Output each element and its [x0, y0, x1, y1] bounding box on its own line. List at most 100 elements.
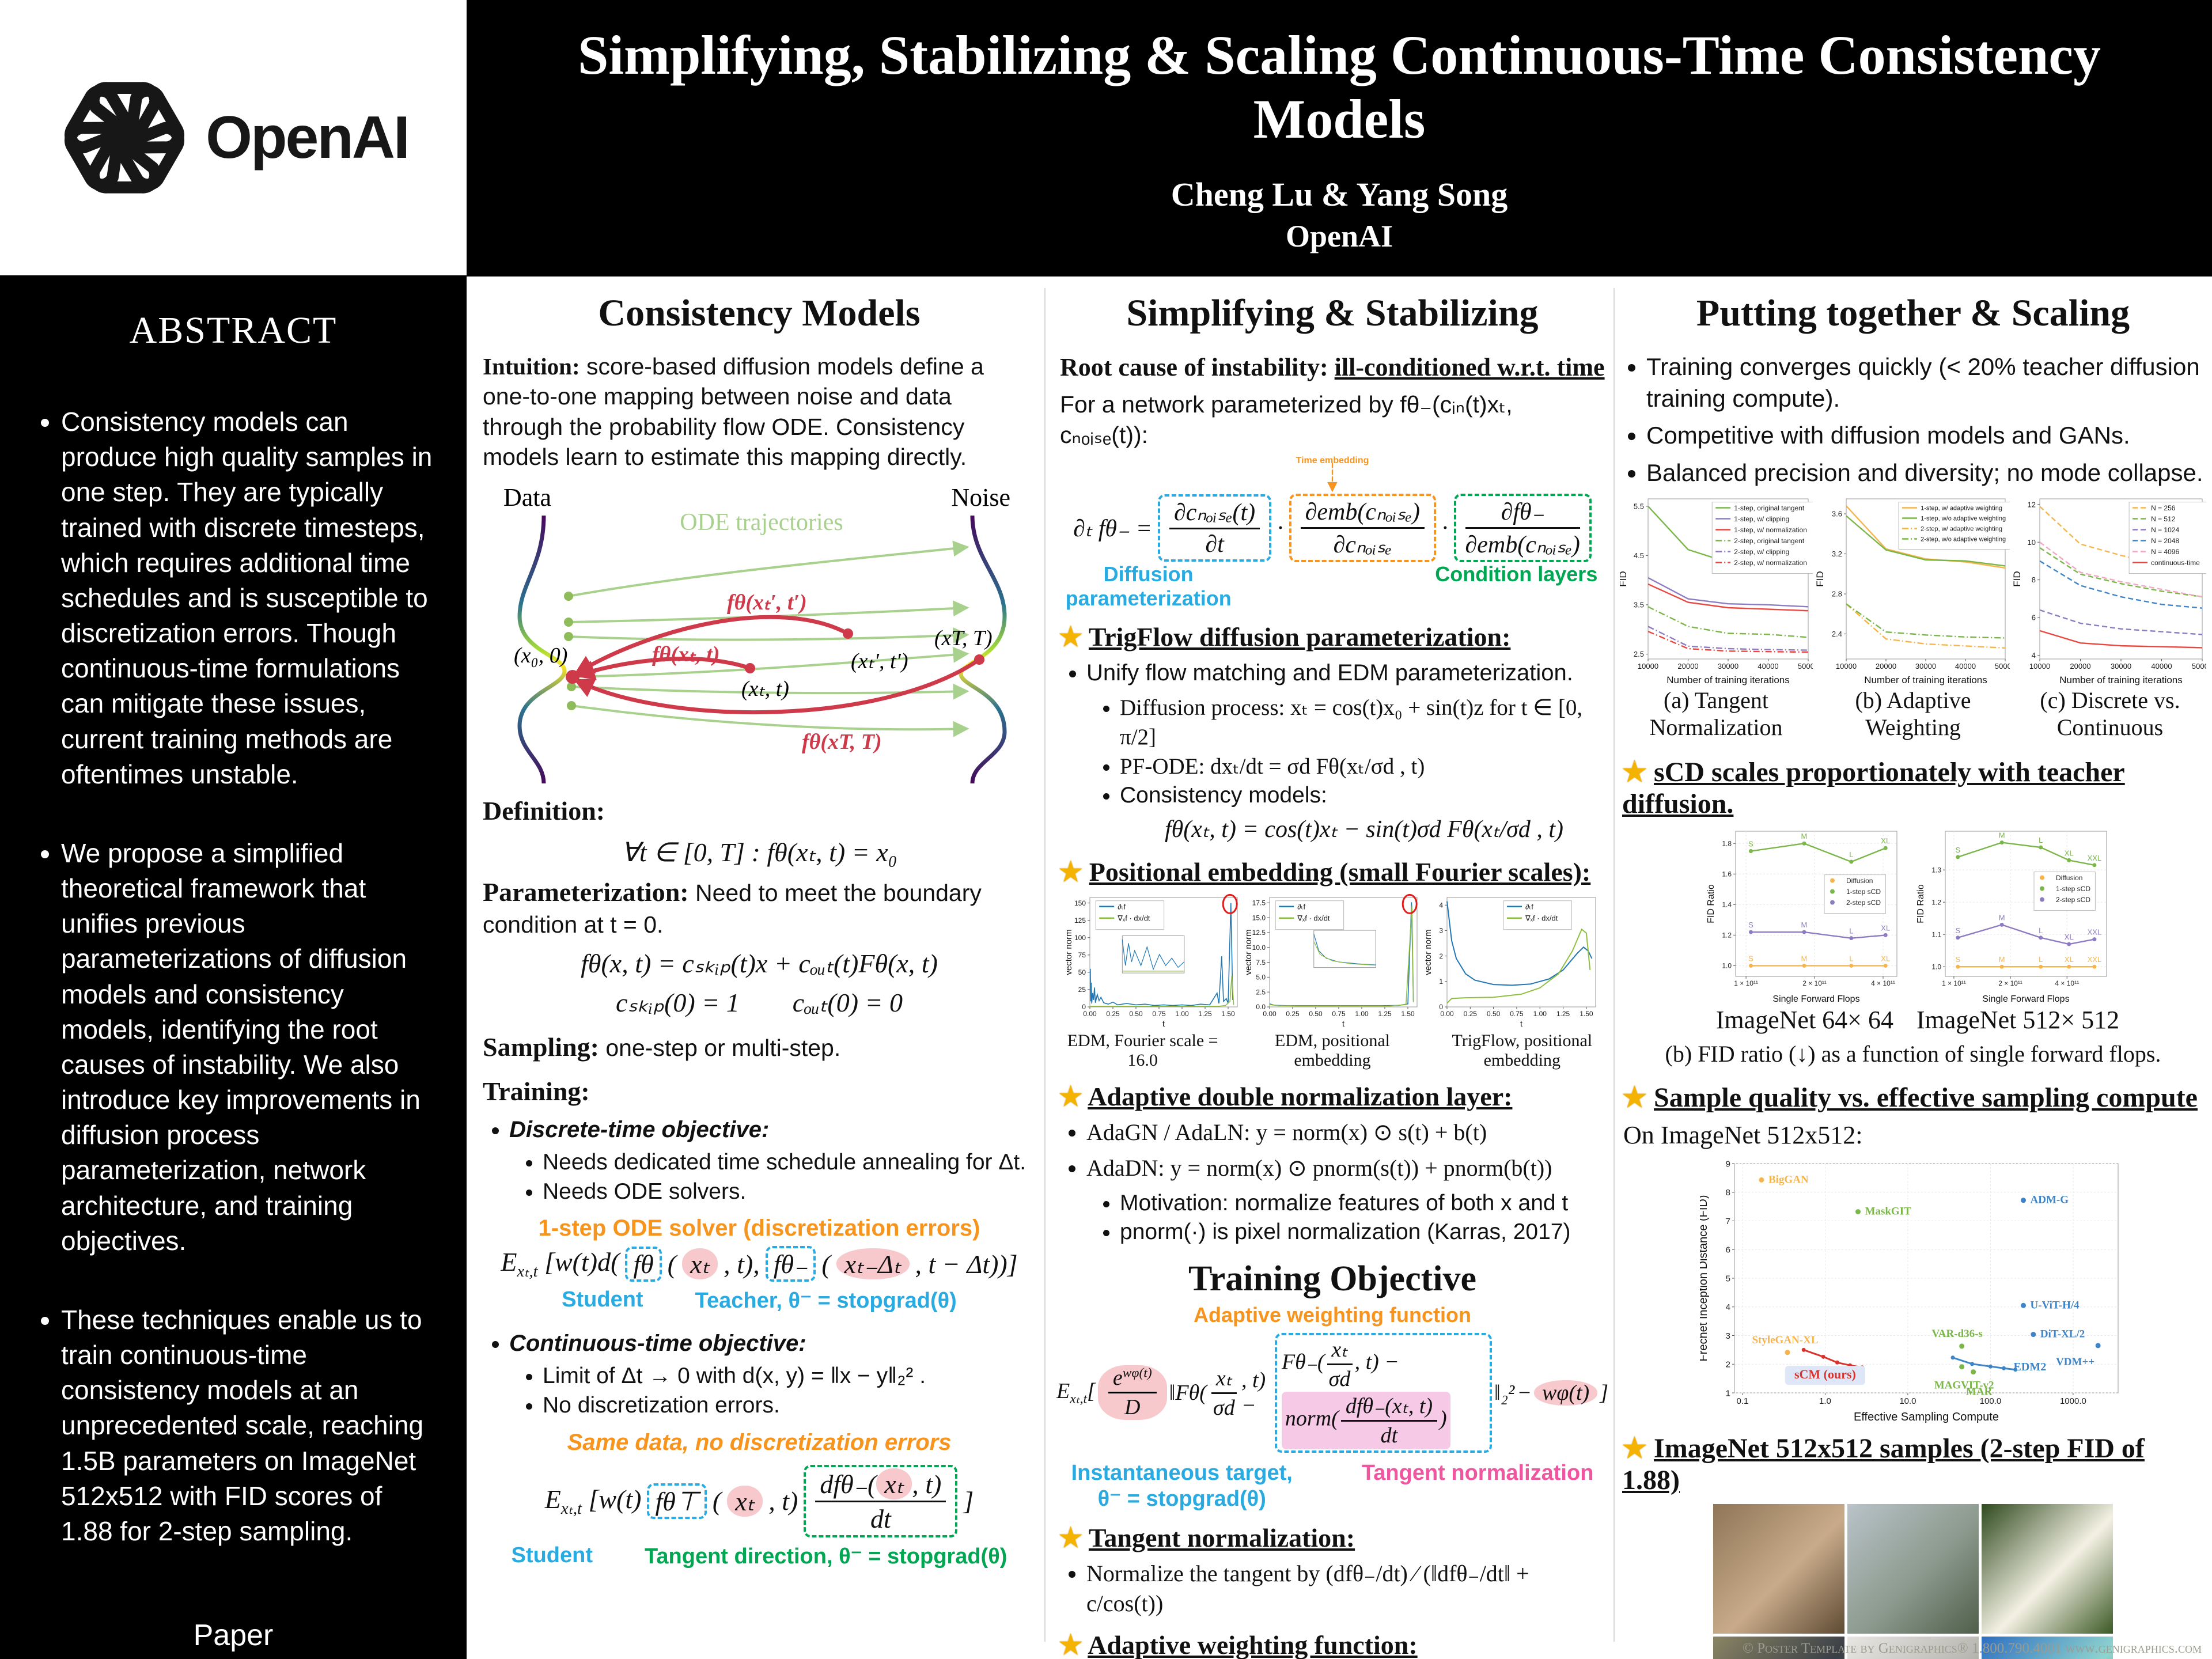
svg-text:XL: XL [1881, 955, 1890, 963]
sample-image-snow-leopard [1847, 1636, 1979, 1659]
svg-text:Diffusion: Diffusion [1846, 877, 1873, 885]
intuition-paragraph: Intuition: score-based diffusion models … [483, 353, 984, 471]
svg-text:0.75: 0.75 [1510, 1010, 1524, 1018]
svg-text:4 × 10¹¹: 4 × 10¹¹ [1871, 979, 1895, 987]
svg-text:StyleGAN-XL: StyleGAN-XL [1752, 1334, 1818, 1346]
svg-text:2.4: 2.4 [1832, 630, 1842, 638]
svg-text:M: M [1801, 921, 1807, 929]
section-heading: Putting together & Scaling [1696, 292, 2130, 334]
svg-text:4: 4 [1439, 901, 1443, 909]
adaptive-weighting-heading: ★ Adaptive weighting function: [1059, 1630, 1418, 1659]
svg-text:2-step, w/ clipping: 2-step, w/ clipping [1734, 548, 1789, 556]
sample-image-car-mirror [1713, 1636, 1844, 1659]
chart-tangent-normalization: 10000200003000040000500002.53.54.55.5Num… [1620, 498, 1813, 685]
svg-text:1.00: 1.00 [1533, 1010, 1547, 1018]
svg-text:12.5: 12.5 [1252, 929, 1266, 937]
svg-text:0.50: 0.50 [1487, 1010, 1501, 1018]
svg-text:M: M [1999, 956, 2005, 964]
svg-text:vector norm: vector norm [1424, 929, 1433, 975]
definition-formula: ∀t ∈ [0, T] : fθ(xₜ, t) = x₀ [621, 837, 897, 867]
svg-text:t: t [1342, 1019, 1345, 1029]
svg-text:3.2: 3.2 [1832, 550, 1842, 558]
svg-text:0.50: 0.50 [1129, 1010, 1143, 1018]
svg-text:2-step, w/ normalization: 2-step, w/ normalization [1734, 559, 1807, 567]
svg-text:2 × 10¹¹: 2 × 10¹¹ [1998, 979, 2022, 987]
openai-logo-text: OpenAI [206, 104, 410, 171]
svg-text:1.00: 1.00 [1355, 1010, 1369, 1018]
svg-text:1.0: 1.0 [1931, 963, 1941, 971]
svg-text:7: 7 [1726, 1216, 1730, 1226]
xt-highlight: xₜ [682, 1248, 718, 1280]
svg-text:3.5: 3.5 [1634, 601, 1644, 609]
boundary-formula: cₛₖᵢₚ(0) = 1 cₒᵤₜ(0) = 0 [615, 988, 903, 1018]
continuous-list: Continuous-time objective: Limit of Δt →… [479, 1328, 1039, 1420]
abstract-bullet: We propose a simplified theoretical fram… [61, 836, 440, 1259]
svg-text:L: L [2039, 836, 2043, 844]
diagram-f-label: fθ(xₜ, t) [652, 642, 719, 666]
adaptive-weighting-label: Adaptive weighting function [1194, 1302, 1471, 1327]
svg-text:N = 2048: N = 2048 [2151, 537, 2179, 545]
sample-image-river-canyon [1982, 1636, 2113, 1659]
svg-text:2-step, w/o adaptive weighting: 2-step, w/o adaptive weighting [1921, 536, 2006, 543]
svg-text:XL: XL [2065, 849, 2074, 858]
svg-text:∇ₓf · dx/dt: ∇ₓf · dx/dt [1525, 914, 1558, 922]
svg-text:4 × 10¹¹: 4 × 10¹¹ [2055, 979, 2079, 987]
sample-image-snake [1713, 1503, 1844, 1634]
svg-text:Fréchet Inception Distance (FI: Fréchet Inception Distance (FID) [1700, 1195, 1710, 1361]
time-embedding-label: Time embedding [1296, 456, 1369, 466]
definition-label: Definition: [483, 796, 605, 825]
svg-text:XXL: XXL [2087, 956, 2101, 964]
svg-text:2.5: 2.5 [1256, 988, 1266, 996]
svg-text:1-step, original tangent: 1-step, original tangent [1734, 504, 1805, 512]
sample-image-dolmen [1847, 1503, 1979, 1634]
svg-text:1-step, w/ normalization: 1-step, w/ normalization [1734, 526, 1807, 534]
abstract-heading: ABSTRACT [129, 309, 338, 351]
section-heading: Simplifying & Stabilizing [1126, 292, 1539, 334]
svg-text:1 × 10¹¹: 1 × 10¹¹ [1942, 979, 1966, 987]
svg-text:0: 0 [1082, 1003, 1086, 1011]
svg-text:10: 10 [2028, 538, 2036, 547]
svg-text:3: 3 [1439, 926, 1443, 934]
column-consistency-models: Consistency Models Intuition: score-base… [479, 276, 1039, 1659]
svg-text:30000: 30000 [1718, 662, 1738, 671]
svg-text:50: 50 [1078, 968, 1086, 976]
svg-text:1.2: 1.2 [1931, 899, 1941, 907]
chart-discrete-vs-continuous: 10000200003000040000500004681012Number o… [2013, 498, 2206, 685]
xt-highlight: xₜ [727, 1485, 763, 1517]
ode-solver-label: 1-step ODE solver (discretization errors… [538, 1215, 980, 1241]
svg-text:0.00: 0.00 [1083, 1010, 1097, 1018]
svg-text:50000: 50000 [1995, 662, 2010, 671]
tangent-normalization-heading: ★ Tangent normalization: [1059, 1522, 1355, 1552]
diagram-noise-label: Noise [951, 483, 1010, 512]
poster-authors: Cheng Lu & Yang Song [1171, 175, 1508, 213]
svg-text:1.3: 1.3 [1931, 866, 1941, 874]
abstract-bullet: These techniques enable us to train cont… [61, 1302, 440, 1549]
svg-text:75: 75 [1078, 951, 1086, 959]
poster-affiliation: OpenAI [1285, 218, 1393, 253]
svg-text:0: 0 [1439, 1003, 1443, 1011]
svg-text:1.6: 1.6 [1722, 870, 1732, 878]
openai-logo-icon [58, 71, 191, 204]
diagram-f-label: fθ(xT, T) [802, 730, 882, 754]
tangent-normalization-highlight: norm(dfθ₋(xₜ, t)dt) [1281, 1391, 1450, 1449]
svg-text:VAR-d36-s: VAR-d36-s [1931, 1328, 1982, 1340]
sample-image-cockatoo [1982, 1503, 2113, 1634]
svg-text:50000: 50000 [1798, 662, 1813, 671]
training-list: Discrete-time objective: Needs dedicated… [479, 1115, 1039, 1206]
svg-text:0.0: 0.0 [1256, 1003, 1266, 1011]
abstract-bullet: Consistency models can produce high qual… [61, 404, 440, 792]
svg-text:5.5: 5.5 [1634, 502, 1644, 511]
template-copyright: © Poster Template by Genigraphics® 1.800… [1742, 1641, 2202, 1656]
svg-text:M: M [1801, 955, 1807, 963]
svg-text:M: M [1999, 914, 2005, 922]
diagram-point-label: (x₀, 0) [514, 643, 567, 668]
svg-text:1-step, w/ clipping: 1-step, w/ clipping [1734, 515, 1789, 523]
column-putting-together-scaling: Putting together & Scaling Training conv… [1620, 276, 2206, 1659]
svg-text:L: L [2039, 926, 2043, 935]
